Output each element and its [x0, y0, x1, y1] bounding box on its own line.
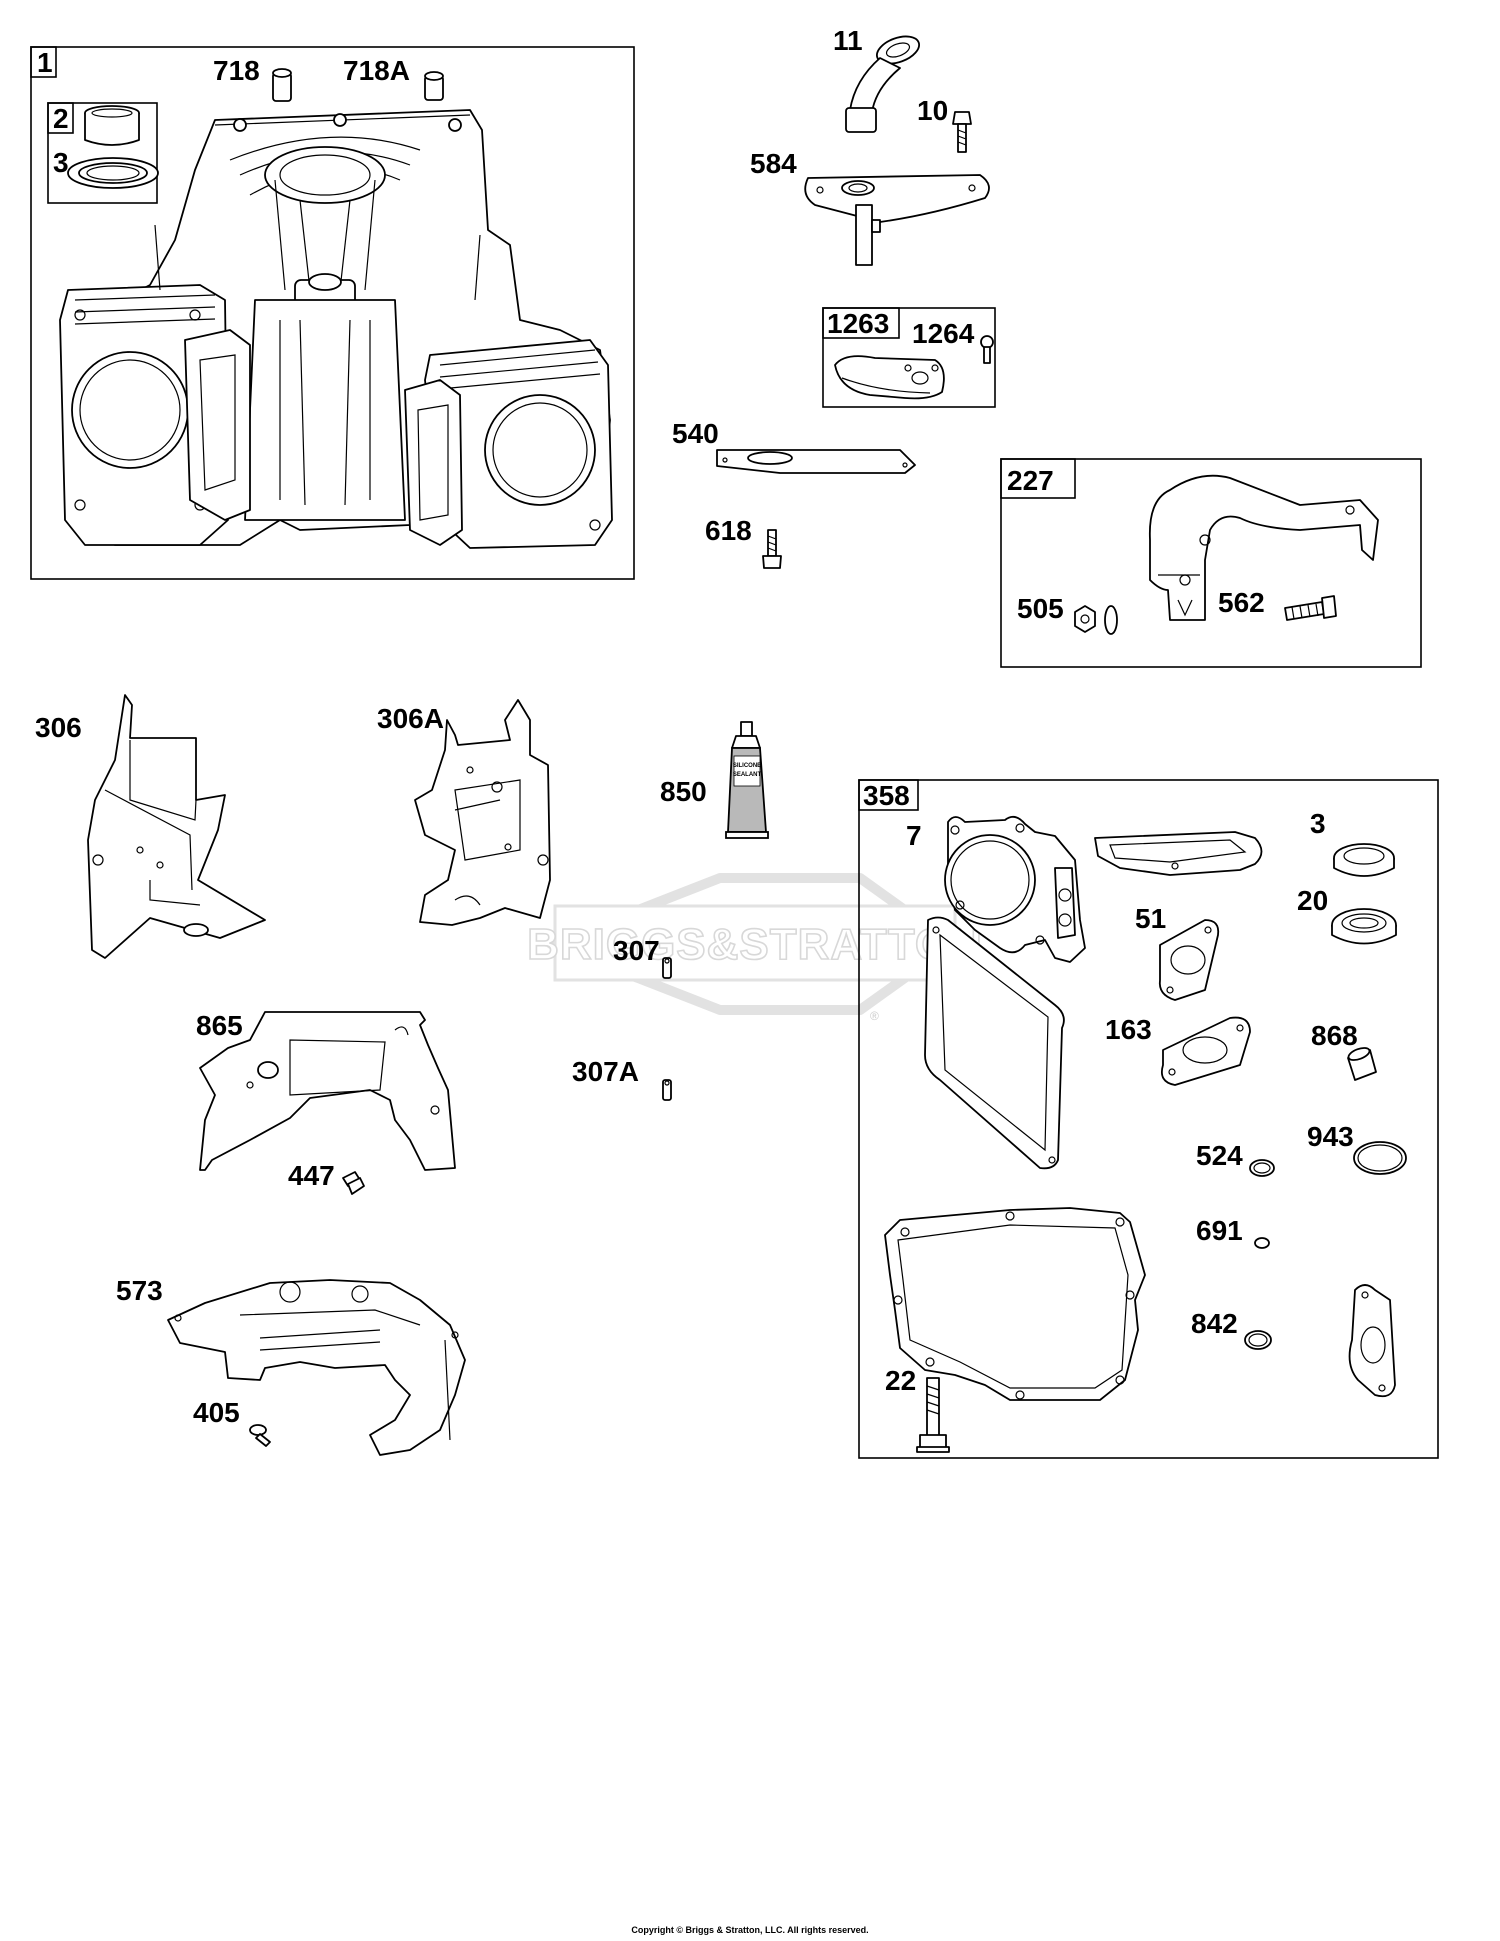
- bolt-22-part[interactable]: [916, 1377, 950, 1453]
- callout-842: 842: [1191, 1308, 1238, 1339]
- group-1263-breather[interactable]: 1263 1264: [822, 307, 996, 408]
- callout-20: 20: [1297, 885, 1328, 916]
- tube-label-line1: SILICONE: [733, 763, 761, 769]
- callout-7: 7: [906, 820, 922, 851]
- group-1-label-box: [30, 46, 57, 78]
- screw-618-part[interactable]: [762, 529, 782, 569]
- shroud-573-part[interactable]: [167, 1279, 466, 1456]
- callout-505: 505: [1017, 593, 1064, 624]
- group-2-label-box: [47, 102, 74, 134]
- callout-447: 447: [288, 1160, 335, 1191]
- seal-20-part[interactable]: [1331, 908, 1397, 945]
- screw-307A-part[interactable]: [662, 1079, 672, 1101]
- screw-10-part[interactable]: [952, 111, 972, 153]
- dowel-718A-part[interactable]: [424, 71, 444, 101]
- seal-part[interactable]: [67, 157, 159, 189]
- valve-cover-gasket-top-part[interactable]: [1094, 831, 1263, 876]
- oring-691-part[interactable]: [1254, 1237, 1270, 1249]
- seal-868-part[interactable]: [1347, 1046, 1377, 1081]
- callout-524: 524: [1196, 1140, 1243, 1171]
- valve-cover-gasket-part[interactable]: [924, 916, 1065, 1170]
- group-227-label-box: [1000, 458, 1076, 499]
- breather-plate-584-part[interactable]: [804, 174, 990, 266]
- callout-405: 405: [193, 1397, 240, 1428]
- callout-306: 306: [35, 712, 82, 743]
- bracket-part[interactable]: [1148, 474, 1379, 621]
- callout-11: 11: [833, 25, 863, 56]
- group-227-label: 227: [1007, 465, 1054, 496]
- callout-22: 22: [885, 1365, 916, 1396]
- screw-562-part[interactable]: [1284, 595, 1337, 621]
- watermark-text: BRIGGS&STRATTON: [527, 920, 983, 969]
- screw-447-part[interactable]: [342, 1171, 365, 1195]
- screw-405-part[interactable]: [249, 1424, 271, 1447]
- sealant-tube-part[interactable]: SILICONE SEALANT: [725, 721, 769, 839]
- bushing-part[interactable]: [84, 105, 140, 146]
- callout-307: 307: [613, 935, 660, 966]
- group-2-label: 2: [53, 103, 69, 134]
- callout-3-seal-2: 3: [1310, 808, 1326, 839]
- group-358-label-box: [858, 779, 919, 811]
- callout-1264: 1264: [912, 318, 975, 349]
- screw-307-part[interactable]: [662, 957, 672, 979]
- group-358-label: 358: [863, 780, 910, 811]
- callout-3-seal: 3: [53, 147, 69, 178]
- callout-943: 943: [1307, 1121, 1354, 1152]
- group-1263-label-box: [822, 307, 900, 339]
- oring-842-part[interactable]: [1244, 1330, 1272, 1350]
- callout-865: 865: [196, 1010, 243, 1041]
- group-1-block[interactable]: 1 2 3 718 718A: [30, 46, 635, 580]
- callout-10: 10: [917, 95, 948, 126]
- baffle-865-part[interactable]: [199, 1011, 456, 1171]
- screw-1264-part[interactable]: [980, 335, 994, 364]
- dowel-718-part[interactable]: [272, 68, 292, 102]
- crankcase-gasket-part[interactable]: [884, 1207, 1146, 1401]
- gasket-163-part[interactable]: [1160, 1016, 1251, 1086]
- group-1263-frame: [822, 307, 996, 408]
- group-358-frame: [858, 779, 1439, 1459]
- callout-718: 718: [213, 55, 260, 86]
- group-358-gasket-set[interactable]: 358 7 3 20: [858, 779, 1439, 1459]
- group-227-bracket[interactable]: 227 505 562: [1000, 458, 1422, 668]
- oring-524-part[interactable]: [1249, 1159, 1275, 1177]
- group-1-label: 1: [37, 47, 53, 78]
- gasket-540-part[interactable]: [716, 449, 916, 474]
- watermark-registered-mark: ®: [870, 1009, 879, 1023]
- callout-306A: 306A: [377, 703, 444, 734]
- callout-868: 868: [1311, 1020, 1358, 1051]
- oring-943-part[interactable]: [1353, 1141, 1407, 1175]
- cylinder-block-part[interactable]: [59, 109, 613, 549]
- head-gasket-7-part[interactable]: [944, 815, 1086, 963]
- shroud-306A-part[interactable]: [414, 699, 551, 926]
- brand-watermark: BRIGGS&STRATTON ®: [526, 873, 983, 1023]
- callout-540: 540: [672, 418, 719, 449]
- nut-505-part[interactable]: [1074, 605, 1118, 635]
- group-1263-label: 1263: [827, 308, 889, 339]
- copyright-notice: Copyright © Briggs & Stratton, LLC. All …: [631, 1925, 869, 1935]
- tube-label-line2: SEALANT: [733, 772, 762, 778]
- callout-573: 573: [116, 1275, 163, 1306]
- callout-584: 584: [750, 148, 797, 179]
- breather-assembly-part[interactable]: [834, 355, 945, 400]
- callout-562: 562: [1218, 587, 1265, 618]
- callout-163: 163: [1105, 1014, 1152, 1045]
- gasket-exhaust-part[interactable]: [1348, 1284, 1396, 1398]
- shroud-306-part[interactable]: [87, 694, 266, 959]
- callout-691: 691: [1196, 1215, 1243, 1246]
- oil-fill-tube-part[interactable]: [845, 31, 923, 133]
- seal-3-part[interactable]: [1333, 843, 1395, 877]
- callout-850: 850: [660, 776, 707, 807]
- callout-307A: 307A: [572, 1056, 639, 1087]
- callout-718A: 718A: [343, 55, 410, 86]
- group-1-frame: [30, 46, 635, 580]
- group-227-frame: [1000, 458, 1422, 668]
- group-2-frame: [47, 102, 158, 204]
- callout-51: 51: [1135, 903, 1166, 934]
- callout-618: 618: [705, 515, 752, 546]
- gasket-51-part[interactable]: [1158, 919, 1220, 1001]
